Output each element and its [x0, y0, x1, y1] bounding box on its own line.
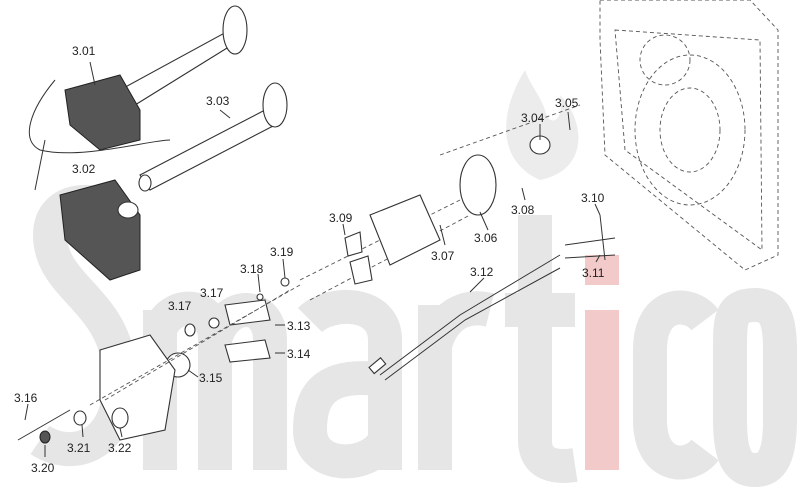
label-3-15: 3.15 — [199, 371, 223, 385]
flame-tube — [138, 82, 288, 192]
label-3-17b: 3.17 — [200, 286, 224, 300]
label-3-12: 3.12 — [470, 265, 494, 279]
label-3-11: 3.11 — [582, 266, 605, 280]
label-3-14: 3.14 — [287, 347, 311, 361]
label-3-06: 3.06 — [474, 231, 498, 245]
label-3-03: 3.03 — [206, 94, 230, 108]
label-3-07: 3.07 — [431, 249, 455, 263]
leader-lines — [24, 61, 601, 457]
label-3-22: 3.22 — [108, 441, 132, 455]
label-3-04: 3.04 — [521, 111, 545, 125]
part-labels: 3.01 3.03 3.02 3.04 3.05 3.09 3.08 3.06 … — [14, 44, 605, 475]
label-3-09: 3.09 — [329, 211, 353, 225]
label-3-21: 3.21 — [67, 441, 91, 455]
label-3-08: 3.08 — [511, 203, 535, 217]
electrode-parts — [299, 104, 616, 381]
label-3-19: 3.19 — [270, 245, 294, 259]
label-3-02: 3.02 — [72, 162, 96, 176]
boiler-housing — [599, 0, 779, 271]
label-3-16: 3.16 — [14, 391, 38, 405]
burner-assembly — [28, 5, 248, 191]
mounting-parts — [17, 277, 301, 444]
label-3-05: 3.05 — [555, 96, 579, 110]
label-3-10: 3.10 — [581, 191, 605, 205]
label-3-17a: 3.17 — [168, 299, 192, 313]
label-3-20: 3.20 — [31, 461, 55, 475]
label-3-18: 3.18 — [240, 262, 264, 276]
burner-housing — [59, 179, 141, 281]
watermark-logo — [30, 70, 797, 487]
label-3-13: 3.13 — [287, 319, 311, 333]
label-3-01: 3.01 — [72, 44, 96, 58]
